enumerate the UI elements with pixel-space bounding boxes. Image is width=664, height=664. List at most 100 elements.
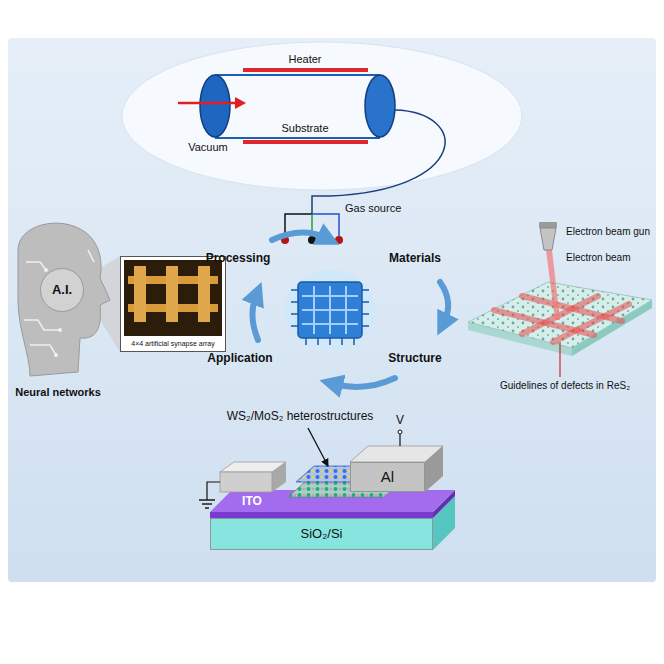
chip-icon xyxy=(291,289,298,291)
gun-label: Electron beam gun xyxy=(566,226,650,238)
chip-icon xyxy=(302,309,358,311)
electron-beam-gun xyxy=(539,222,557,228)
chip-icon xyxy=(291,325,298,327)
chip-icon xyxy=(285,270,375,350)
ai-head xyxy=(18,223,110,376)
cycle-label: Application xyxy=(207,351,272,365)
cvd-furnace xyxy=(215,137,380,139)
ai-head xyxy=(44,268,48,272)
device-stack xyxy=(199,428,455,550)
chip-icon xyxy=(329,338,331,345)
caption-label: Neural networks xyxy=(15,386,101,399)
chip-icon xyxy=(285,270,375,350)
cvd-furnace xyxy=(215,74,380,76)
chip-icon xyxy=(362,301,369,303)
background-panel xyxy=(8,38,656,582)
photo-caption: 4×4 artificial synapse array xyxy=(120,256,226,352)
device-stack xyxy=(272,462,286,492)
cvd-furnace xyxy=(235,97,246,109)
synapse-array-photo xyxy=(124,260,222,336)
device-stack xyxy=(220,472,272,492)
heater-bar xyxy=(243,140,368,144)
cvd-furnace xyxy=(335,236,343,244)
ai-head xyxy=(54,353,58,357)
node-text: A.I. xyxy=(52,282,72,298)
cycle-arrows xyxy=(272,232,326,240)
ai-head xyxy=(24,320,60,330)
chip-icon xyxy=(302,295,358,297)
node-text: ITO xyxy=(242,494,262,508)
res2-slab xyxy=(494,296,629,342)
ai-head xyxy=(26,262,46,270)
ai-head xyxy=(24,250,94,355)
node-text: Heater xyxy=(288,53,321,66)
synapse-array-photo xyxy=(120,256,226,352)
beam-label: Electron beam xyxy=(566,252,630,264)
cycle-label: Processing xyxy=(206,251,271,265)
electron-beam-gun xyxy=(540,228,556,250)
synapse-array-photo xyxy=(120,256,226,352)
device-stack xyxy=(205,507,209,508)
cycle-label: Materials xyxy=(389,251,441,265)
electrode-block: Al xyxy=(350,462,425,492)
chip-icon xyxy=(353,338,355,345)
device-stack xyxy=(207,482,220,500)
device-stack xyxy=(202,503,212,504)
cvd-furnace xyxy=(365,75,395,137)
res2-slab xyxy=(559,342,560,377)
heater-bar xyxy=(243,68,368,72)
node-text: 4×4 artificial synapse array xyxy=(121,337,225,351)
material-label: WS₂/MoS₂ heterostructures xyxy=(227,409,374,423)
node-text: Vacuum xyxy=(188,141,228,154)
chip-icon xyxy=(302,286,358,334)
chip-icon xyxy=(362,289,369,291)
device-stack xyxy=(308,428,328,466)
chip-icon xyxy=(341,338,343,345)
res2-slab xyxy=(553,304,629,342)
ai-head xyxy=(18,223,120,376)
node-text: SiO₂/Si xyxy=(301,526,343,542)
gas-label: Gas source xyxy=(345,202,401,215)
device-stack xyxy=(399,434,400,446)
heater-label: Heater xyxy=(243,53,368,72)
cvd-furnace xyxy=(312,110,445,214)
cycle-label: Structure xyxy=(388,351,441,365)
voltage-label: V xyxy=(396,413,404,427)
chip-icon xyxy=(291,290,369,345)
cycle-arrows xyxy=(334,378,395,387)
chip-icon xyxy=(291,301,298,303)
chip-icon xyxy=(362,325,369,327)
chip-icon xyxy=(302,323,358,325)
synapse-array-photo xyxy=(166,266,178,322)
electron-beam-gun xyxy=(546,250,560,320)
cvd-furnace xyxy=(200,75,230,137)
node-text: Al xyxy=(381,468,394,486)
cycle-arrows xyxy=(252,232,448,386)
res2-slab xyxy=(468,282,652,348)
ai-head xyxy=(30,345,56,355)
defect-label: Guidelines of defects in ReS₂ xyxy=(500,380,630,392)
res2-slab xyxy=(468,282,652,348)
chip-icon xyxy=(317,338,319,345)
cvd-furnace xyxy=(122,42,522,190)
chip-icon xyxy=(298,282,362,338)
cvd-furnace xyxy=(308,236,316,244)
node-text: Substrate xyxy=(281,122,328,135)
device-stack xyxy=(425,446,443,492)
res2-slab xyxy=(468,282,652,377)
chip-icon xyxy=(305,338,307,345)
ai-badge: A.I. xyxy=(40,268,84,312)
substrate-block: SiO₂/Si xyxy=(210,518,433,550)
chip-icon xyxy=(362,313,369,315)
electron-beam-gun xyxy=(539,222,560,320)
ai-head xyxy=(88,250,94,262)
device-stack xyxy=(398,430,402,434)
ai-head xyxy=(58,328,62,332)
cycle-arrows xyxy=(440,282,448,322)
synapse-array-photo xyxy=(198,266,210,322)
ito-layer: ITO xyxy=(242,494,262,508)
cycle-arrows xyxy=(252,296,258,340)
vacuum-label: Vacuum xyxy=(188,141,228,154)
